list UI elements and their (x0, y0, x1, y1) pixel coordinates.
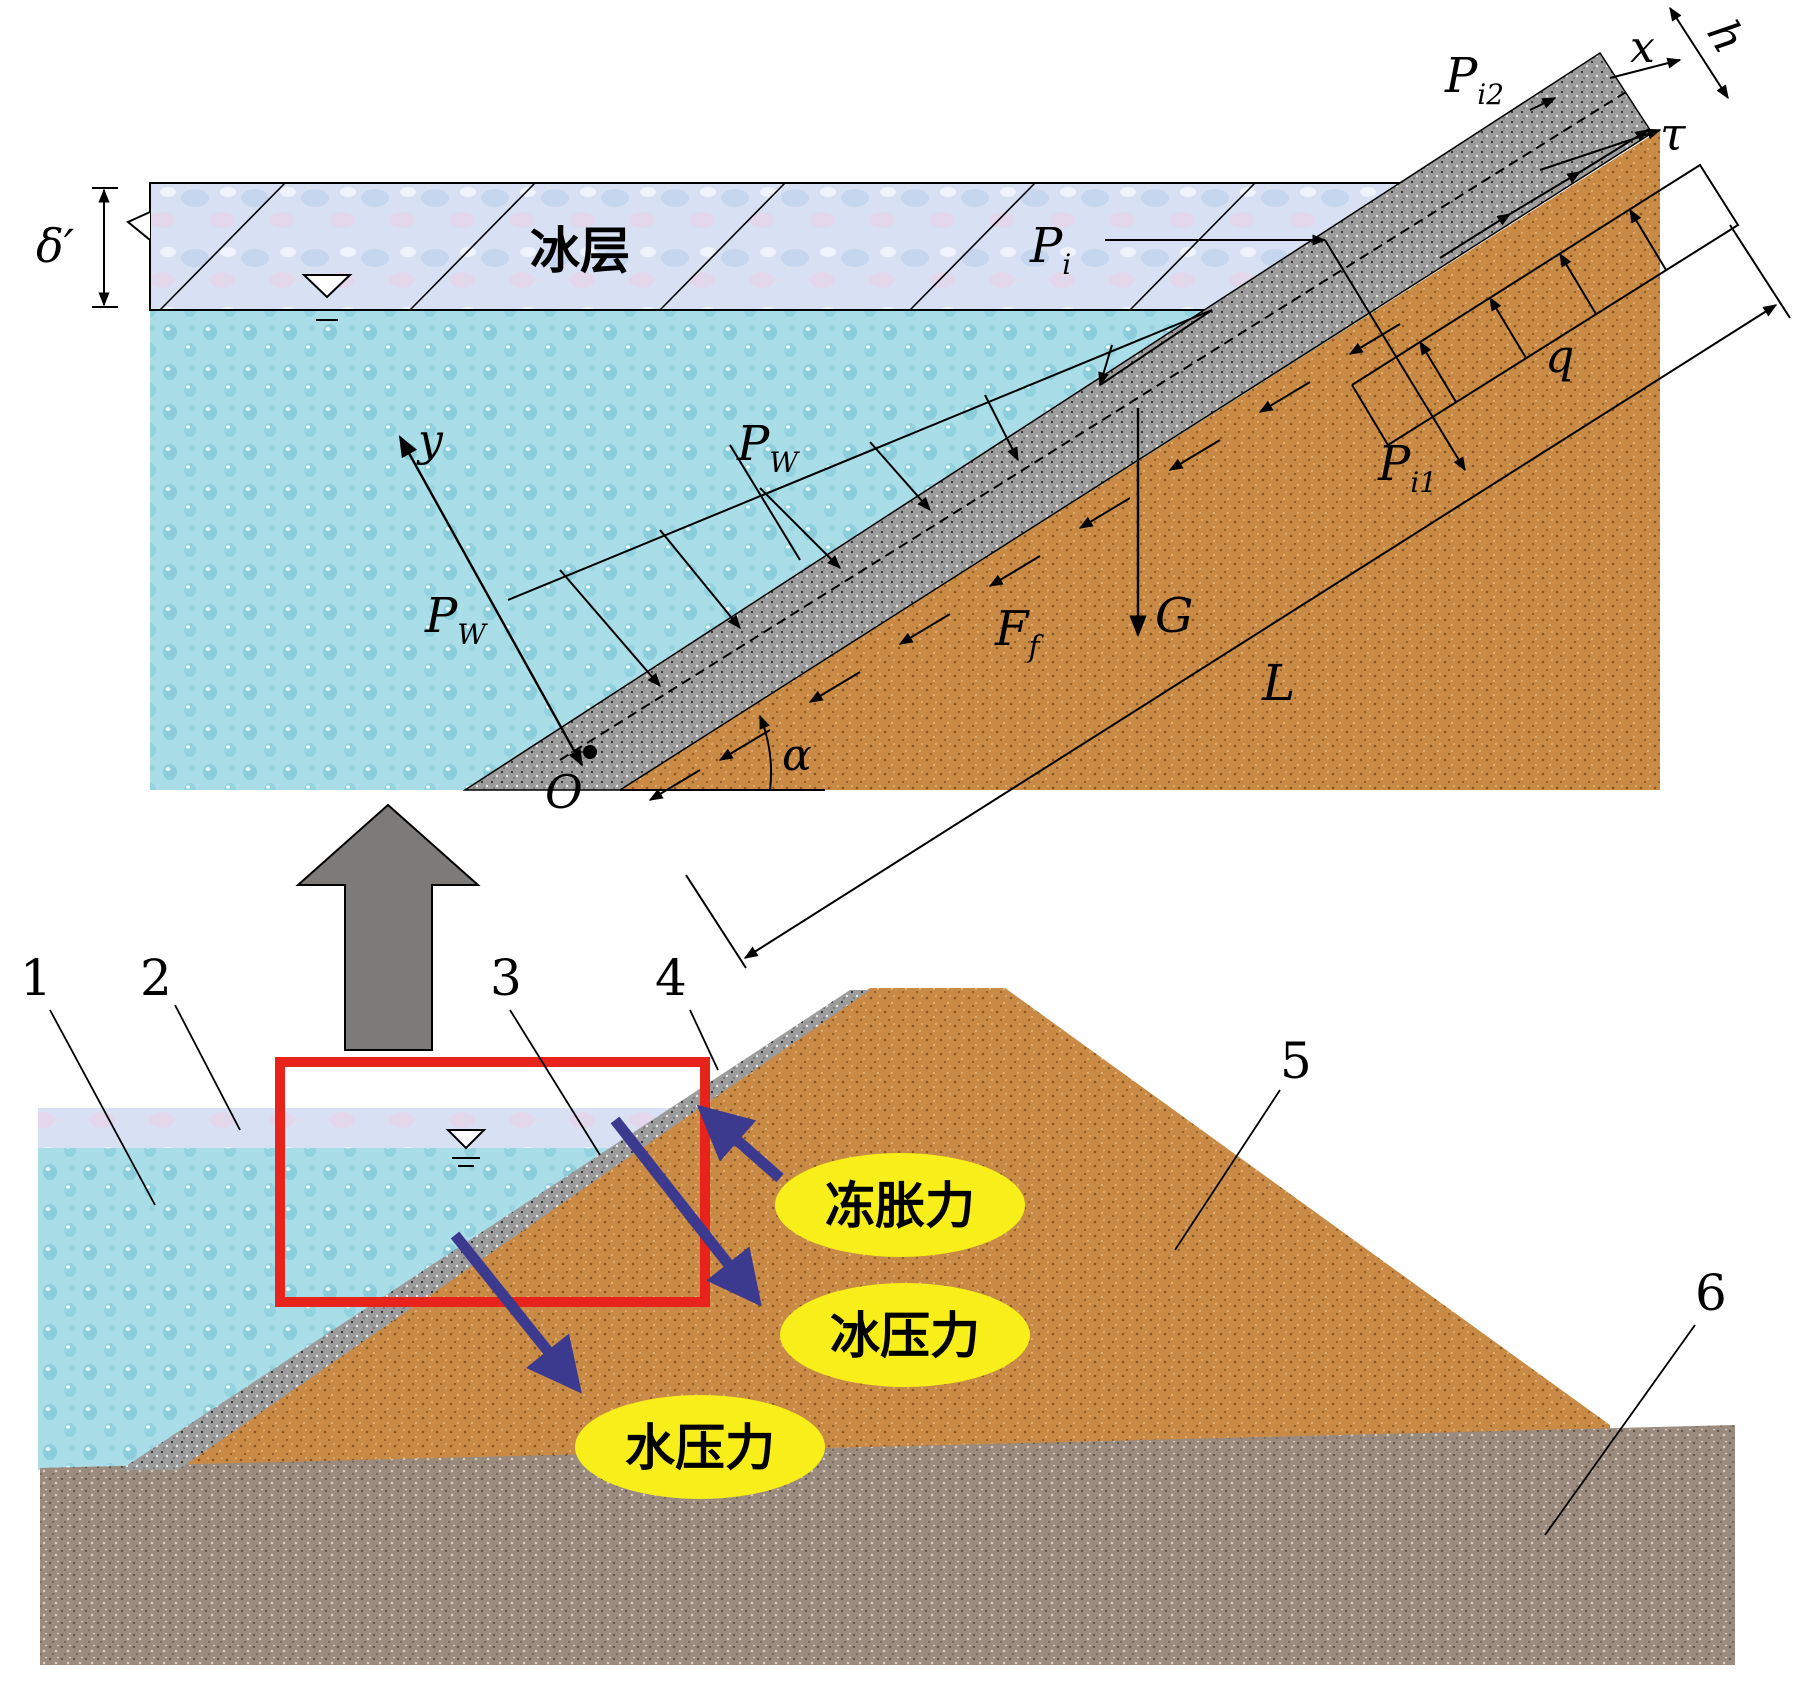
label-2: 2 (140, 949, 172, 1007)
pw-lower-sub: W (457, 618, 488, 651)
foundation (40, 1425, 1735, 1665)
thickness-dimension (1669, 6, 1729, 100)
ice-thickness-label: δ′ (36, 219, 75, 273)
length-label: L (1261, 654, 1295, 712)
pi2-symbol: Pi2 (1444, 48, 1504, 111)
pw-lower-symbol: PW (424, 588, 488, 651)
gravity-label: G (1155, 588, 1193, 644)
alpha-label: α (782, 730, 812, 781)
water-pressure-arrow (450, 1231, 582, 1394)
water-level-symbol-bottom (445, 1129, 487, 1167)
number-leaders (49, 1004, 1696, 1536)
frost-heave-callout (775, 1153, 1025, 1257)
frost-heave-label: 冻胀力 (825, 1177, 975, 1235)
pi1-main: P (1377, 436, 1411, 492)
origin-label: O (545, 765, 583, 819)
water-level-symbol (301, 274, 353, 321)
water-pressure-label: 水压力 (625, 1419, 775, 1477)
q-label: q (1545, 329, 1574, 383)
pi-sub: i (1062, 248, 1071, 281)
ice-pressure-arrow (610, 1116, 762, 1307)
pi2-arrow (1529, 97, 1557, 111)
pw-lower-main: P (424, 588, 458, 644)
slope-slab (120, 990, 870, 1470)
pw-upper-sub: W (769, 446, 800, 479)
pi1-symbol: Pi1 (1377, 436, 1437, 499)
pi-main: P (1029, 218, 1063, 274)
ice-layer-label: 冰层 (530, 222, 630, 280)
bottom-panel: 冻胀力 冰压力 水压力 1 2 3 4 5 6 (20, 949, 1735, 1665)
label-3: 3 (490, 949, 522, 1007)
pi-symbol: Pi (1029, 218, 1071, 281)
label-1: 1 (20, 949, 52, 1007)
y-axis-label: y (416, 415, 444, 466)
h-label: h (1696, 12, 1754, 62)
label-4: 4 (655, 949, 687, 1007)
ff-main: F (994, 601, 1030, 657)
top-panel: δ′ 冰层 y O α (36, 6, 1791, 969)
ice-hatching (159, 182, 1256, 311)
reservoir-water (38, 1108, 700, 1148)
frost-heave-arrow (696, 1104, 784, 1183)
length-dimension (685, 224, 1791, 969)
label-6: 6 (1695, 1264, 1727, 1322)
ice-pressure-label: 冰压力 (830, 1307, 980, 1365)
pi2-sub: i2 (1477, 78, 1504, 111)
ice-break-mark (126, 183, 151, 310)
pi1-arrow (1324, 239, 1466, 472)
tau-label: τ (1660, 107, 1687, 161)
pw-upper-main: P (736, 416, 770, 472)
x-axis-label: x (1630, 22, 1655, 73)
ice-pressure-callout (780, 1283, 1030, 1387)
water-pressure-callout (575, 1395, 825, 1499)
ice-layer (149, 182, 1409, 311)
origin-point (583, 745, 597, 759)
zoom-arrow (295, 803, 481, 1051)
pw-leader (729, 444, 801, 561)
zoom-region-box (275, 1057, 710, 1307)
pi1-sub: i1 (1410, 466, 1437, 499)
tau-arrow-line (1539, 128, 1662, 171)
label-5: 5 (1280, 1032, 1312, 1090)
pw-upper-symbol: PW (736, 416, 800, 479)
y-axis (398, 435, 584, 767)
ice-thickness-dimension (92, 187, 118, 308)
x-axis (1609, 57, 1682, 79)
pi2-main: P (1444, 48, 1478, 104)
